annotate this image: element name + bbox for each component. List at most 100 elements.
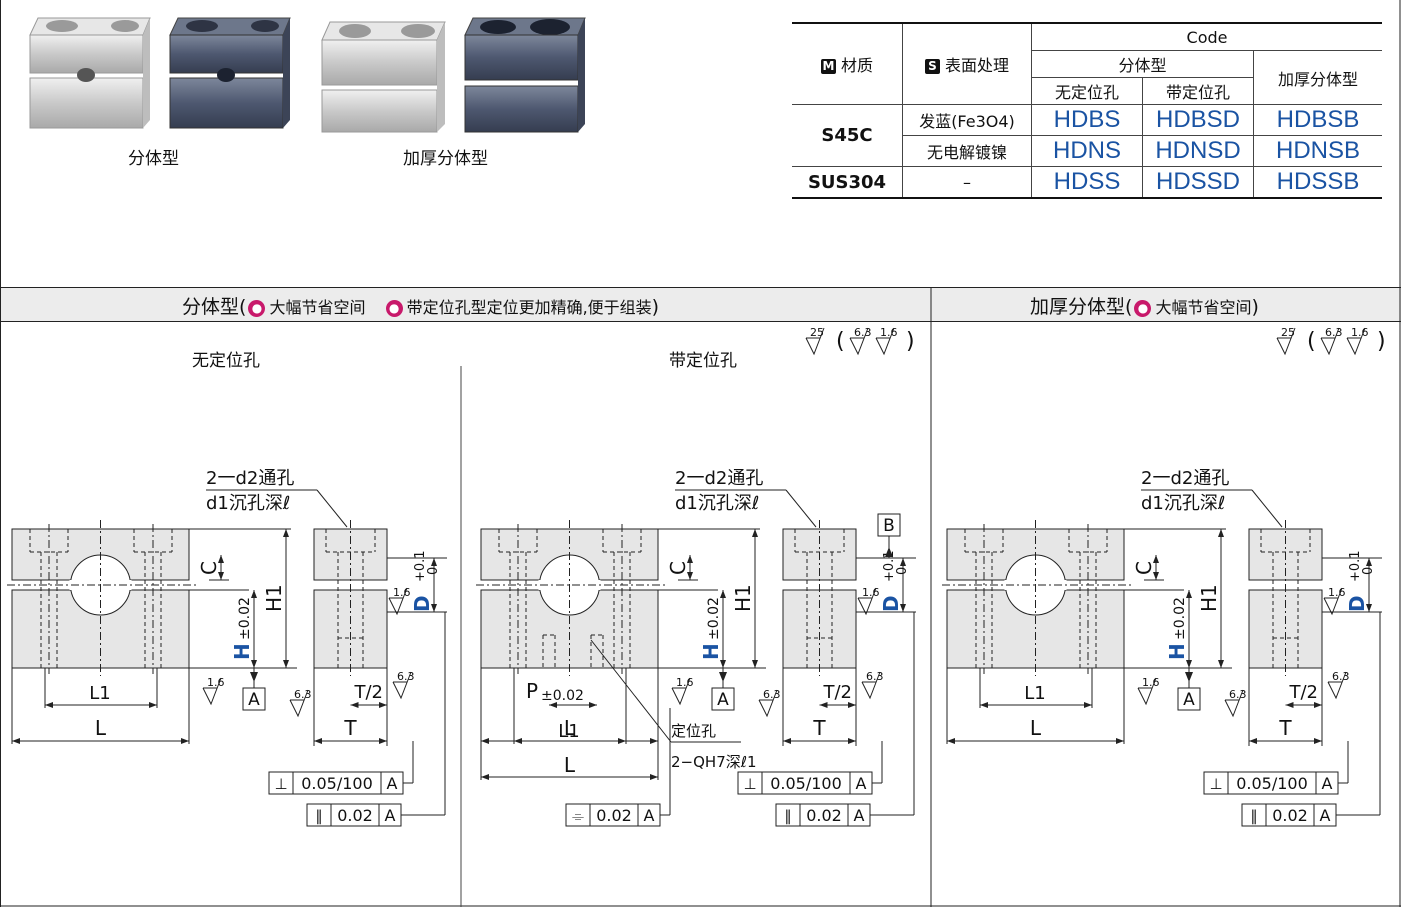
arrowhead bbox=[1366, 604, 1372, 612]
roughness-b-value: 1.6 bbox=[1351, 326, 1369, 339]
fcf-parallel-value: 0.02 bbox=[806, 806, 842, 825]
dim-D: D bbox=[879, 595, 903, 612]
datum-A-label: A bbox=[1183, 690, 1195, 710]
arrowhead bbox=[900, 604, 906, 612]
dim-T2: T/2 bbox=[823, 682, 853, 703]
code-hdbsb[interactable]: HDBSB bbox=[1253, 104, 1382, 136]
roughness-left-63-value: 6.3 bbox=[763, 688, 781, 701]
dim-L1: L1 bbox=[89, 683, 110, 704]
split-note1: 大幅节省空间 bbox=[269, 298, 366, 317]
code-hdnsd[interactable]: HDNSD bbox=[1142, 135, 1254, 167]
dim-H1: H1 bbox=[262, 584, 286, 612]
leader-line bbox=[316, 489, 348, 528]
arrowhead bbox=[1218, 529, 1224, 537]
fcf-parallel-datum: A bbox=[385, 806, 396, 825]
surface-badge: S bbox=[924, 59, 940, 74]
arrowhead bbox=[1218, 660, 1224, 668]
code-hdssb[interactable]: HDSSB bbox=[1253, 166, 1382, 199]
pin-note-2: 2−QH7深ℓ1 bbox=[671, 753, 756, 771]
arrowhead bbox=[947, 738, 955, 744]
section-header-bar bbox=[0, 287, 1401, 322]
roughness-b bbox=[875, 327, 895, 356]
hole-note-2: d1沉孔深ℓ bbox=[1141, 493, 1225, 514]
paren-close: ) bbox=[906, 329, 915, 354]
datum-A bbox=[711, 687, 735, 711]
pin-icon: ● bbox=[1134, 300, 1152, 317]
dim-D: D bbox=[410, 595, 434, 612]
fcf-perp-value: 0.05/100 bbox=[301, 774, 373, 793]
fcf-parallel-symbol: ∥ bbox=[1250, 807, 1258, 825]
arrowhead bbox=[589, 702, 597, 708]
roughness-side-value: 1.6 bbox=[207, 676, 225, 689]
dim-P-tol: ±0.02 bbox=[541, 688, 584, 704]
hole-note-1: 2一d2通孔 bbox=[206, 468, 294, 489]
arrowhead bbox=[181, 738, 189, 744]
photo-thick-blued bbox=[464, 17, 586, 133]
arrowhead bbox=[1285, 702, 1294, 708]
fcf-parallel-datum: A bbox=[1320, 806, 1331, 825]
leader-line bbox=[590, 639, 672, 743]
hole-note-1: 2一d2通孔 bbox=[1141, 468, 1229, 489]
arrowhead bbox=[218, 572, 224, 580]
arrowhead bbox=[1186, 660, 1192, 668]
arrowhead bbox=[1186, 590, 1192, 598]
photo-split-silver bbox=[29, 17, 151, 129]
paren-close: ) bbox=[1377, 329, 1386, 354]
code-hdns[interactable]: HDNS bbox=[1031, 135, 1143, 167]
dim-L: L bbox=[1030, 716, 1042, 740]
dim-D-tol-lower: 0 bbox=[1361, 567, 1376, 575]
roughness-side-value: 1.6 bbox=[1142, 676, 1160, 689]
arrowhead bbox=[720, 660, 726, 668]
arrowhead bbox=[251, 660, 257, 668]
photo-split-blued bbox=[169, 17, 291, 129]
roughness-main-value: 25 bbox=[1281, 326, 1295, 339]
arrowhead bbox=[687, 572, 693, 580]
roughness-side-63-value: 6.3 bbox=[866, 670, 884, 683]
dim-T2: T/2 bbox=[354, 682, 384, 703]
code-hdnsb[interactable]: HDNSB bbox=[1253, 135, 1382, 167]
split-note2: 带定位孔型定位更加精确,便于组装 bbox=[406, 298, 652, 317]
dim-D: D bbox=[1345, 595, 1369, 612]
section-title-thick: 加厚分体型(●大幅节省空间) bbox=[1030, 296, 1259, 318]
fcf-perp-datum: A bbox=[387, 774, 398, 793]
dim-L-full: L bbox=[564, 753, 576, 777]
code-hdbs[interactable]: HDBS bbox=[1031, 104, 1143, 136]
roughness-left-63-value: 6.3 bbox=[1229, 688, 1247, 701]
arrowhead bbox=[283, 660, 289, 668]
roughness-b bbox=[1346, 327, 1366, 356]
code-hdbsd[interactable]: HDBSD bbox=[1142, 104, 1254, 136]
fcf-symmetry-datum: A bbox=[644, 806, 655, 825]
arrowhead bbox=[481, 738, 489, 744]
roughness-side bbox=[1137, 677, 1157, 706]
roughness-left-63 bbox=[758, 689, 778, 718]
dim-C: C bbox=[1132, 561, 1156, 575]
arrowhead bbox=[1314, 702, 1322, 708]
roughness-main-value: 25 bbox=[810, 326, 824, 339]
roughness-side-63-value: 6.3 bbox=[1332, 670, 1350, 683]
arrowhead bbox=[848, 702, 856, 708]
hole-note-2: d1沉孔深ℓ bbox=[675, 493, 759, 514]
material-s45c: S45C bbox=[792, 104, 903, 167]
code-hdss[interactable]: HDSS bbox=[1031, 166, 1143, 199]
leader-line bbox=[785, 489, 817, 528]
roughness-bore bbox=[1323, 587, 1343, 616]
datum-A-label: A bbox=[248, 690, 260, 710]
arrowhead bbox=[350, 702, 359, 708]
arrowhead bbox=[752, 660, 758, 668]
arrowhead bbox=[687, 555, 693, 563]
code-hdssd[interactable]: HDSSD bbox=[1142, 166, 1254, 199]
material-sus304: SUS304 bbox=[792, 166, 903, 199]
section-title-split: 分体型(●大幅节省空间 ●带定位孔型定位更加精确,便于组装) bbox=[182, 296, 660, 318]
dim-L1: L1 bbox=[558, 721, 579, 742]
subtitle-no-pin: 无定位孔 bbox=[192, 351, 260, 371]
fcf-parallel-datum: A bbox=[854, 806, 865, 825]
roughness-left-63-value: 6.3 bbox=[294, 688, 312, 701]
material-badge: M bbox=[820, 59, 836, 74]
dim-H-tol: ±0.02 bbox=[706, 597, 722, 640]
fcf-parallel-value: 0.02 bbox=[1272, 806, 1308, 825]
dim-D-tol-upper: +0.1 bbox=[1348, 550, 1363, 582]
paren-open: ( bbox=[836, 329, 845, 354]
roughness-bore-value: 1.6 bbox=[393, 586, 411, 599]
